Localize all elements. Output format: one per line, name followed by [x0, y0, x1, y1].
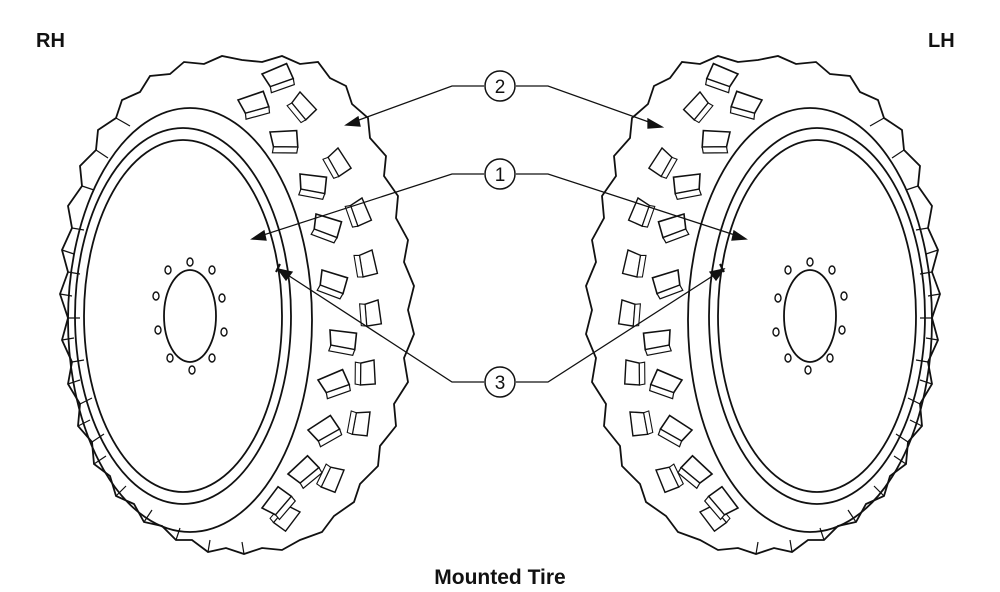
rh-label: RH	[36, 30, 65, 52]
lh-tire	[585, 55, 941, 555]
lh-lug-holes	[772, 257, 848, 375]
figure-caption: Mounted Tire	[434, 566, 566, 589]
lh-edge-lugs	[755, 117, 941, 555]
rh-tread-lugs	[236, 61, 385, 535]
rh-hub	[163, 269, 217, 363]
leader-2-right	[516, 85, 661, 127]
rh-tread-outline	[59, 55, 415, 555]
leader-3-left	[279, 269, 484, 383]
callout-2: 2	[484, 70, 516, 102]
lh-label: LH	[928, 30, 955, 52]
arrow-2-left	[344, 115, 361, 127]
arrow-3-left	[276, 268, 294, 282]
arrow-2-right	[647, 117, 665, 129]
lh-rim-outer	[708, 127, 926, 505]
leader-2-left	[347, 85, 484, 125]
rh-valve-stem	[275, 263, 281, 273]
leader-3-right	[516, 269, 723, 383]
lh-rim-inner	[717, 139, 917, 493]
lh-tread-outline	[585, 55, 941, 555]
rh-rim-inner	[83, 139, 283, 493]
callout-3: 3	[484, 366, 516, 398]
leader-1-left	[253, 173, 484, 239]
rh-edge-lugs	[59, 117, 245, 555]
arrow-1-left	[250, 229, 267, 241]
lh-hub	[783, 269, 837, 363]
callout-3-number: 3	[495, 373, 506, 394]
rh-sidewall	[67, 107, 313, 533]
rh-lug-holes	[152, 257, 228, 375]
leader-1-right	[516, 173, 745, 239]
lh-tread-lugs	[615, 61, 764, 535]
callout-2-number: 2	[495, 77, 506, 98]
arrow-3-right	[708, 268, 726, 282]
callout-leaders	[250, 85, 748, 383]
rh-rim-outer	[74, 127, 292, 505]
lh-sidewall	[687, 107, 933, 533]
rh-tire	[59, 55, 415, 555]
arrow-1-right	[731, 229, 748, 241]
callout-1-number: 1	[495, 165, 506, 186]
callout-1: 1	[484, 158, 516, 190]
